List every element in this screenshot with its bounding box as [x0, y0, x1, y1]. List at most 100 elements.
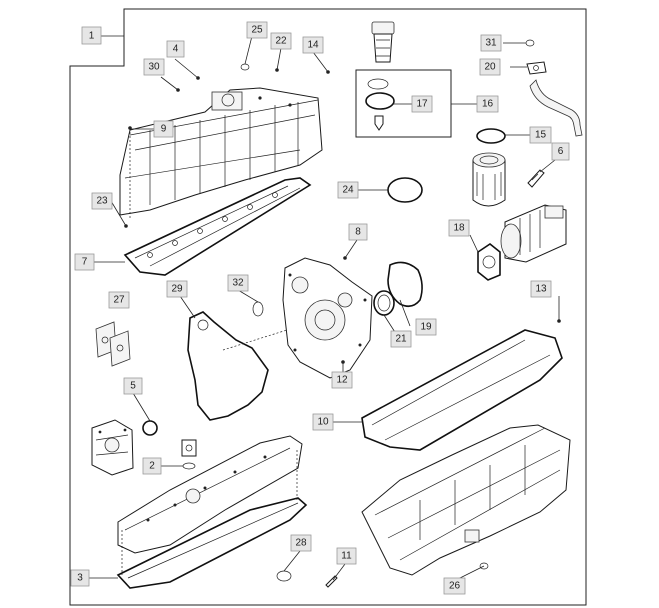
callout-8: 8 [348, 223, 368, 241]
svg-text:27: 27 [113, 295, 125, 306]
callout-31: 31 [480, 34, 502, 52]
svg-text:18: 18 [453, 223, 465, 234]
o-ring-26 [479, 562, 489, 570]
svg-text:21: 21 [395, 334, 407, 345]
svg-text:14: 14 [307, 40, 319, 51]
callout-30: 30 [143, 58, 165, 76]
callout-2: 2 [142, 457, 162, 475]
svg-text:8: 8 [355, 227, 361, 238]
svg-text:30: 30 [148, 62, 160, 73]
svg-text:2: 2 [149, 461, 155, 472]
o-ring-32 [252, 301, 264, 317]
svg-text:29: 29 [171, 284, 183, 295]
svg-text:19: 19 [420, 322, 432, 333]
callout-24: 24 [337, 181, 359, 199]
oil-pan-gasket-10 [361, 329, 563, 451]
bolt-11 [325, 575, 338, 588]
bolt-13 [557, 319, 561, 323]
callout-18: 18 [448, 219, 470, 237]
callout-17: 17 [411, 95, 433, 113]
valve-cover-gasket-3 [116, 497, 308, 589]
callout-3: 3 [70, 569, 90, 587]
callout-15: 15 [529, 126, 552, 144]
fitting-20 [526, 61, 547, 75]
callout-21: 21 [390, 330, 412, 348]
timing-gear-cover [282, 257, 373, 379]
filter-screw [374, 115, 384, 131]
callout-6: 6 [551, 142, 570, 161]
svg-text:7: 7 [82, 257, 88, 268]
svg-text:31: 31 [485, 38, 497, 49]
front-plate-gasket-29 [187, 311, 269, 421]
callout-28: 28 [290, 534, 312, 552]
callout-13: 13 [530, 280, 552, 298]
starter-motor [500, 204, 567, 263]
seal-kit-box [355, 69, 452, 138]
cylinder-head [119, 87, 323, 216]
callout-26: 26 [443, 577, 466, 595]
callout-10: 10 [312, 413, 334, 431]
svg-text:5: 5 [130, 381, 136, 392]
fuel-filter [472, 152, 506, 207]
o-ring-28 [276, 570, 292, 582]
cover-gasket-19 [387, 261, 423, 308]
svg-text:1: 1 [89, 31, 95, 42]
callout-11: 11 [336, 547, 357, 565]
svg-text:4: 4 [173, 44, 179, 55]
svg-text:22: 22 [275, 36, 287, 47]
svg-text:24: 24 [342, 185, 354, 196]
svg-text:9: 9 [161, 124, 167, 135]
svg-text:12: 12 [336, 375, 348, 386]
svg-text:28: 28 [295, 538, 307, 549]
seal-ring-upper [367, 78, 389, 90]
callout-19: 19 [415, 318, 437, 336]
oil-pan [361, 424, 571, 576]
callout-23: 23 [91, 192, 113, 210]
callout-14: 14 [302, 36, 324, 54]
fuel-line [529, 79, 583, 137]
callout-29: 29 [166, 280, 188, 298]
svg-text:15: 15 [535, 130, 547, 141]
svg-text:20: 20 [484, 62, 496, 73]
callout-7: 7 [74, 253, 95, 271]
svg-text:17: 17 [416, 99, 428, 110]
callout-25: 25 [246, 21, 268, 39]
svg-text:10: 10 [317, 417, 329, 428]
callout-5: 5 [123, 377, 143, 395]
callout-22: 22 [270, 32, 292, 50]
gasket-27 [95, 321, 131, 367]
o-ring-25 [240, 63, 250, 71]
callout-9: 9 [153, 120, 174, 138]
o-ring-24 [387, 177, 423, 203]
svg-text:25: 25 [251, 25, 263, 36]
head-gasket-holes [147, 192, 278, 258]
callout-27: 27 [108, 291, 130, 309]
filter-gasket-15 [476, 128, 506, 144]
seal-ring-17 [365, 92, 395, 110]
starter-gasket-18 [477, 243, 501, 281]
o-ring-31 [525, 39, 535, 47]
sensor-6 [527, 169, 545, 188]
callout-20: 20 [479, 58, 501, 76]
svg-text:13: 13 [535, 284, 547, 295]
svg-text:23: 23 [96, 196, 108, 207]
fuel-filter-header [371, 21, 395, 63]
svg-text:11: 11 [341, 551, 352, 562]
svg-text:3: 3 [77, 573, 83, 584]
callout-1: 1 [81, 26, 102, 45]
head-gasket [123, 177, 312, 276]
svg-text:26: 26 [449, 581, 461, 592]
svg-text:32: 32 [232, 278, 244, 289]
o-ring-5 [142, 420, 158, 436]
svg-text:16: 16 [482, 99, 494, 110]
callout-4: 4 [166, 40, 185, 58]
o-ring-2 [182, 462, 196, 470]
valve-cover [117, 435, 303, 554]
svg-text:6: 6 [558, 146, 564, 157]
diagram-frame [69, 8, 587, 606]
callout-16: 16 [476, 95, 499, 113]
adapter-fitting [181, 439, 197, 457]
callout-12: 12 [331, 371, 353, 389]
callout-32: 32 [227, 274, 249, 292]
